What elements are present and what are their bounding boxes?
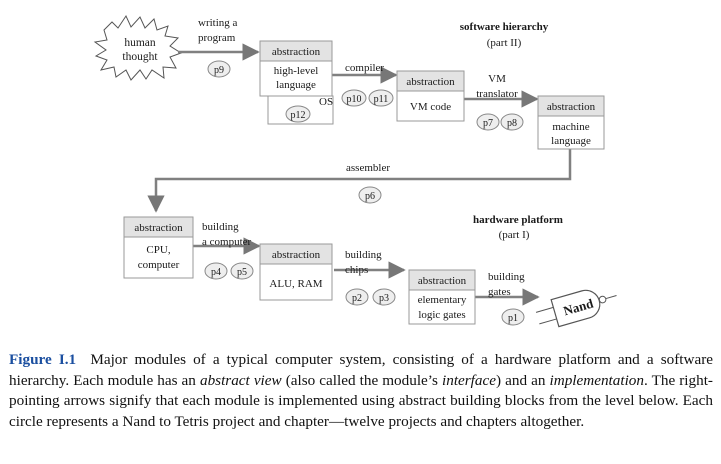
label-translator: translator — [476, 88, 518, 100]
project-badge-p11: p11 — [368, 89, 394, 107]
software-hierarchy-heading: software hierarchy (part II) — [460, 21, 549, 49]
label-building-gates-2: gates — [488, 286, 511, 298]
project-badge-p4: p4 — [204, 262, 228, 280]
caption-italic-implementation: implementation — [549, 371, 644, 389]
box-label-line1: ALU, RAM — [269, 278, 322, 290]
box-header: abstraction — [134, 222, 183, 234]
svg-text:p11: p11 — [374, 94, 389, 105]
box-header: abstraction — [272, 46, 321, 58]
label-program: program — [198, 32, 236, 44]
figure-caption: Figure I.1 Major modules of a typical co… — [9, 350, 713, 432]
box-label-line1: high-level — [274, 65, 319, 77]
svg-text:p8: p8 — [507, 118, 517, 129]
caption-italic-interface: interface — [442, 371, 496, 389]
project-badge-p3: p3 — [372, 288, 396, 306]
caption-text-4: . The right-pointing arrows signify that… — [9, 371, 713, 430]
project-badge-p2: p2 — [345, 288, 369, 306]
box-label-line1: CPU, — [146, 244, 170, 256]
label-writing-a: writing a — [198, 17, 238, 29]
project-badge-p9: p9 — [207, 60, 231, 78]
box-label-line2: language — [551, 135, 591, 147]
modules-diagram: software hierarchy (part II) hardware pl… — [93, 14, 617, 328]
label-building-computer-1: building — [202, 221, 239, 233]
svg-text:p6: p6 — [365, 191, 375, 202]
svg-text:p1: p1 — [508, 313, 518, 324]
project-badge-p5: p5 — [230, 262, 254, 280]
box-label-line1: VM code — [410, 101, 451, 113]
project-badge-p10: p10 — [341, 89, 367, 107]
nand-gate-icon: Nand — [535, 289, 617, 328]
arrows — [147, 43, 572, 306]
hardware-platform-title: hardware platform — [473, 214, 563, 226]
label-vm: VM — [488, 73, 506, 85]
label-building-gates-1: building — [488, 271, 525, 283]
software-hierarchy-subtitle: (part II) — [487, 37, 522, 49]
svg-text:p12: p12 — [291, 110, 306, 121]
label-building-computer-2: a computer — [202, 236, 252, 248]
abstraction-box-alu-ram: abstraction ALU, RAM — [259, 243, 333, 301]
project-badge-p7: p7 — [476, 113, 500, 131]
abstraction-box-cpu-computer: abstraction CPU, computer — [123, 216, 194, 279]
figure-number: Figure I.1 — [9, 351, 77, 368]
caption-text-1: Major modules of a typical computer syst… — [9, 351, 713, 389]
arrow-labels: writing a program compiler OS VM transla… — [198, 17, 525, 298]
project-badge-p1: p1 — [501, 308, 525, 326]
project-badge-p12: p12 — [285, 105, 311, 123]
box-label-line1: machine — [552, 121, 589, 133]
abstraction-box-machine-language: abstraction machine language — [537, 95, 605, 150]
hardware-platform-heading: hardware platform (part I) — [473, 214, 563, 241]
abstraction-box-vm-code: abstraction VM code — [396, 70, 465, 122]
caption-italic-abstract-view: abstract view — [199, 371, 282, 389]
project-badge-p8: p8 — [500, 113, 524, 131]
software-hierarchy-title: software hierarchy — [460, 21, 549, 33]
label-building-chips-2: chips — [345, 264, 368, 276]
box-header: abstraction — [547, 101, 596, 113]
cloud-text-human: human — [124, 37, 156, 49]
hardware-platform-subtitle: (part I) — [499, 229, 530, 241]
project-badges: p9 p10 p11 p12 p7 p8 p6 p4 p5 p2 p3 p1 — [204, 60, 525, 326]
label-compiler: compiler — [345, 62, 384, 74]
svg-text:p4: p4 — [211, 267, 221, 278]
caption-text-3: ) and an — [495, 371, 550, 389]
abstraction-box-elementary-logic-gates: abstraction elementary logic gates — [408, 269, 476, 325]
arrow-assembler — [147, 148, 572, 213]
label-os: OS — [319, 96, 333, 108]
box-label-line2: logic gates — [418, 309, 465, 321]
abstraction-box-high-level-language: abstraction high-level language — [259, 40, 333, 97]
box-header: abstraction — [406, 76, 455, 88]
box-header: abstraction — [418, 275, 467, 287]
label-building-chips-1: building — [345, 249, 382, 261]
svg-text:p2: p2 — [352, 293, 362, 304]
box-label-line2: language — [276, 79, 316, 91]
label-assembler: assembler — [346, 162, 390, 174]
box-label-line1: elementary — [418, 294, 467, 306]
project-badge-p6: p6 — [358, 186, 382, 204]
box-label-line2: computer — [138, 259, 180, 271]
svg-text:p7: p7 — [483, 118, 493, 129]
box-header: abstraction — [272, 249, 321, 261]
caption-text-2: (also called the module’s — [281, 371, 442, 389]
svg-text:p3: p3 — [379, 293, 389, 304]
human-thought-cloud: human thought — [93, 14, 183, 81]
svg-text:p5: p5 — [237, 267, 247, 278]
svg-text:p10: p10 — [347, 94, 362, 105]
cloud-text-thought: thought — [122, 51, 158, 63]
svg-text:p9: p9 — [214, 65, 224, 76]
